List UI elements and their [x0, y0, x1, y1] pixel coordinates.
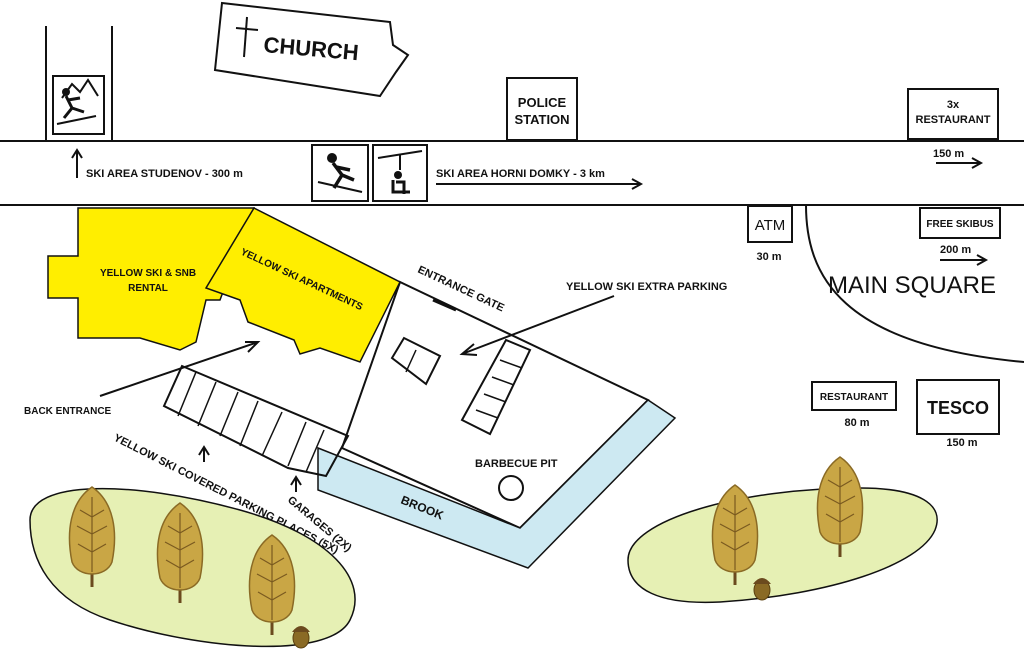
yellow-ski-apartments: YELLOW SKI APARTMENTS [204, 207, 402, 363]
horni-domky-arrow [436, 178, 644, 190]
police-station: POLICE STATION [506, 77, 578, 141]
restaurant-3x-label-2: RESTAURANT [916, 114, 991, 126]
acorn-icon [292, 626, 310, 649]
ski-area-horni-domky-label: SKI AREA HORNI DOMKY - 3 km [436, 168, 605, 180]
police-station-label-1: POLICE [518, 95, 567, 110]
brook [317, 399, 677, 569]
extra-parking-label: YELLOW SKI EXTRA PARKING [566, 281, 727, 293]
entrance-gate-label: ENTRANCE GATE [416, 264, 506, 315]
atm-distance: 30 m [756, 251, 781, 263]
barbecue-pit-label: BARBECUE PIT [475, 458, 558, 470]
rental-label-2: RENTAL [128, 283, 168, 294]
police-station-label-2: STATION [514, 112, 569, 127]
restaurant-label: RESTAURANT [820, 392, 888, 403]
cross-icon [243, 16, 248, 58]
restaurant-3x: 3x RESTAURANT 150 m [907, 88, 999, 169]
atm-label: ATM [755, 217, 786, 234]
barbecue-pit [498, 475, 524, 501]
church-sign: CHURCH [213, 1, 410, 98]
meadow-right [627, 455, 938, 604]
yellow-ski-snb-rental: YELLOW SKI & SNB RENTAL [47, 207, 256, 351]
main-square-label: MAIN SQUARE [828, 272, 996, 299]
tesco: TESCO 150 m [916, 379, 1000, 449]
free-skibus-label: FREE SKIBUS [926, 219, 994, 230]
entrance-gate [432, 298, 457, 312]
back-entrance-label: BACK ENTRANCE [24, 406, 112, 417]
extra-parking-spaces [390, 336, 532, 436]
ski-area-studenov-label: SKI AREA STUDENOV - 300 m [86, 168, 243, 180]
covered-parking [162, 364, 350, 478]
free-skibus-distance: 200 m [940, 244, 971, 256]
skier-sign-icon [52, 75, 105, 135]
restaurant-3x-label-1: 3x [947, 99, 960, 111]
atm: ATM 30 m [747, 205, 793, 263]
restaurant: RESTAURANT 80 m [811, 381, 897, 429]
restaurant-distance: 80 m [844, 417, 869, 429]
main-square-boundary [805, 204, 1024, 363]
rental-label-1: YELLOW SKI & SNB [100, 268, 196, 279]
acorn-icon [753, 578, 771, 601]
chairlift-icon [372, 144, 428, 202]
skier-icon [311, 144, 369, 202]
restaurant-3x-distance: 150 m [933, 148, 964, 160]
tesco-distance: 150 m [946, 437, 977, 449]
back-entrance-arrow [99, 341, 261, 397]
tesco-label: TESCO [927, 398, 989, 418]
meadow-left [29, 485, 356, 649]
free-skibus: FREE SKIBUS 200 m [919, 207, 1001, 266]
